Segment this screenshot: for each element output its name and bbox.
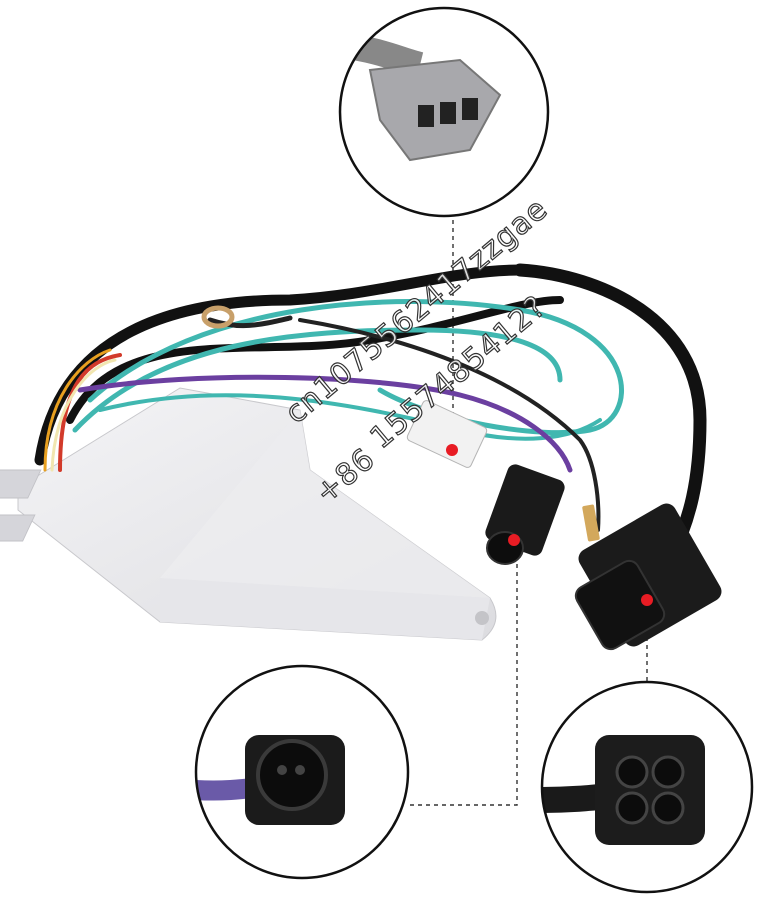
ring-terminal: [201, 305, 235, 329]
white-connector: [406, 400, 488, 468]
mounting-plate: [0, 387, 497, 641]
detail-circle-top: [338, 6, 550, 218]
wire-harness: [34, 263, 707, 567]
detail-circle-bottom-right: [540, 680, 754, 894]
spade-terminal: [582, 504, 600, 542]
detail-circle-bottom-left: [194, 664, 410, 880]
small-black-connector: [485, 464, 565, 565]
red-marker-dots: [446, 444, 653, 606]
four-pin-connector: [574, 503, 722, 651]
